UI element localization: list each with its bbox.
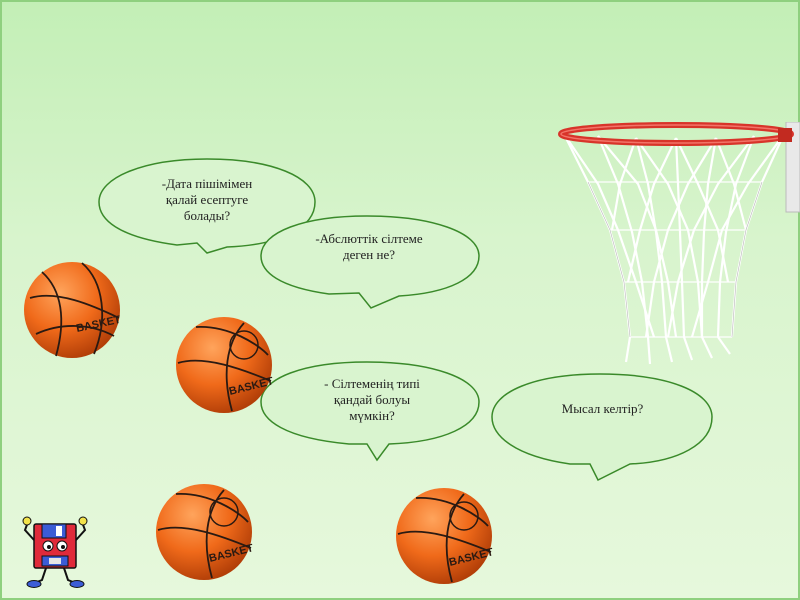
- bubble-4-text: Мысал келтір?: [561, 401, 644, 416]
- speech-bubble-2: [260, 215, 480, 309]
- basketball-icon: BASKET: [396, 488, 494, 584]
- bubble-3-text: - Сілтеменің типі қандай болуы мүмкін?: [324, 376, 420, 423]
- basketball-icon: BASKET: [24, 262, 122, 358]
- basketball-icon: BASKET: [176, 317, 274, 413]
- floppy-disk-mascot-icon: [22, 516, 88, 588]
- speech-bubble-3: [260, 361, 480, 462]
- bubble-2-text: -Абслюттік сілтеме деген не?: [315, 231, 423, 262]
- basketball-hoop-icon: [558, 122, 800, 365]
- basketball-icon: BASKET: [156, 484, 254, 580]
- speech-bubble-4: [491, 373, 713, 482]
- bubble-1-text: -Дата пішімімен қалай есептуге болады?: [161, 176, 253, 223]
